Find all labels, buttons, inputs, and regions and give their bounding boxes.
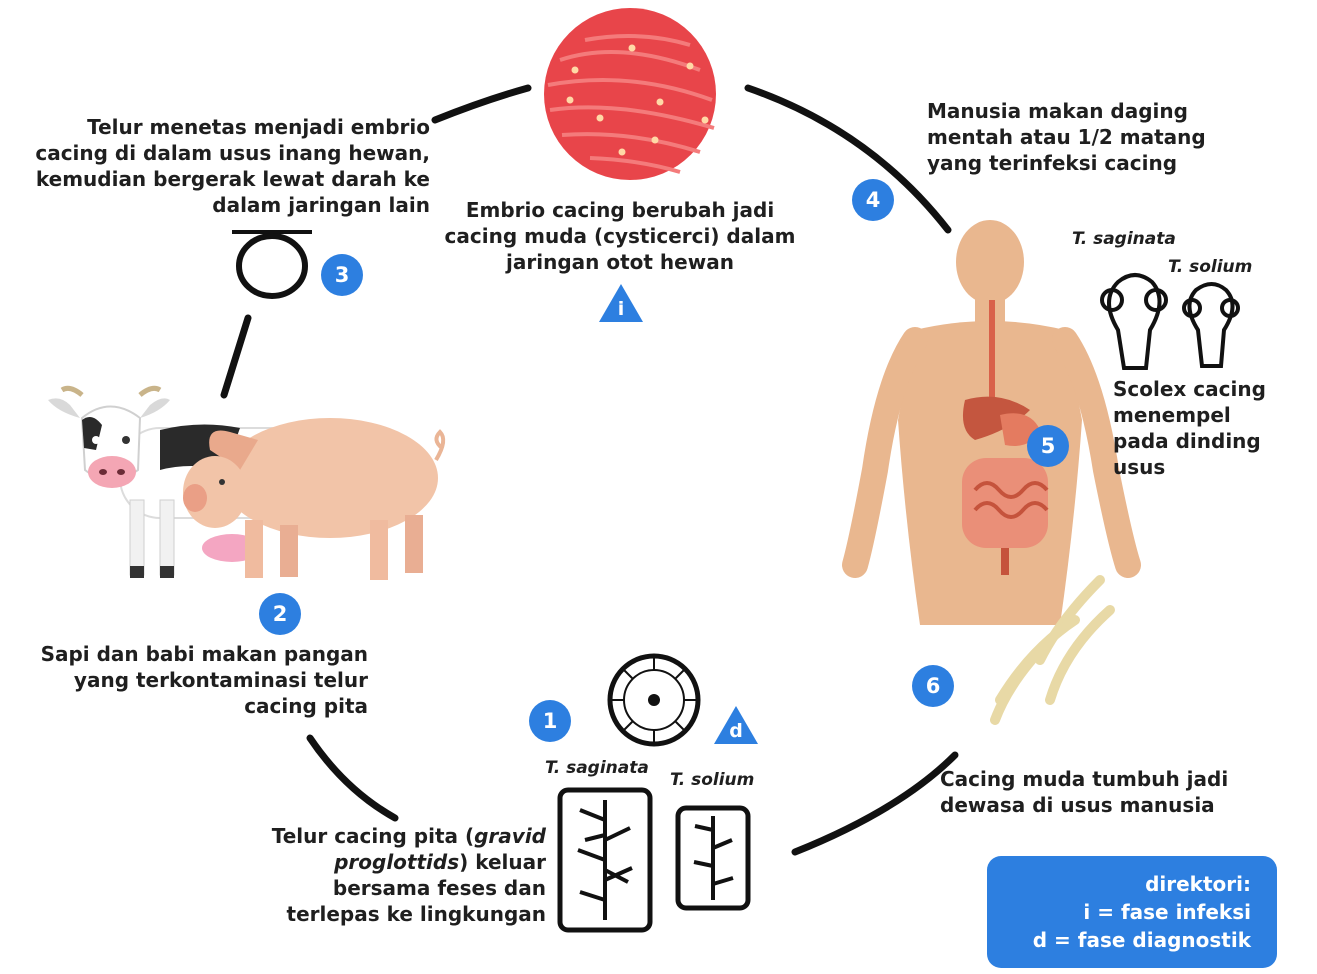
step-6-text: Cacing muda tumbuh jadi dewasa di usus m… (940, 766, 1270, 818)
step-3-text: Telur menetas menjadi embrio cacing di d… (20, 114, 430, 218)
species-label-solium-top: T. solium (1168, 257, 1252, 277)
step-5-text: Scolex cacing menempel pada dinding usus (1113, 376, 1293, 480)
tapeworm-egg-illustration (610, 656, 698, 744)
diagnostic-phase-marker-label: d (712, 720, 760, 742)
legend-title: direktori: (987, 870, 1251, 898)
cycle-line-3-to-2 (224, 318, 248, 395)
step-4-text: Manusia makan daging mentah atau 1/2 mat… (927, 98, 1247, 176)
species-label-saginata-top: T. saginata (1072, 229, 1176, 249)
human-body-illustration (855, 220, 1128, 625)
step-2-text: Sapi dan babi makan pangan yang terkonta… (14, 641, 368, 719)
egg-embryo-illustration (232, 232, 312, 296)
step-badge-4: 4 (852, 179, 894, 221)
step-badge-2: 2 (259, 593, 301, 635)
step-badge-3: 3 (321, 254, 363, 296)
cycle-line-1-to-6 (795, 755, 955, 852)
infection-phase-marker: i (597, 282, 645, 324)
step-1-text-a: Telur cacing pita ( (272, 824, 474, 848)
scolex-illustration (1102, 275, 1238, 368)
species-label-solium-bottom: T. solium (670, 770, 754, 790)
infection-phase-marker-label: i (597, 298, 645, 320)
step-i-text: Embrio cacing berubah jadi cacing muda (… (440, 197, 800, 275)
cycle-line-2-to-1 (310, 738, 395, 818)
step-1-text: Telur cacing pita (gravid proglottids) k… (236, 823, 546, 927)
step-badge-6: 6 (912, 665, 954, 707)
proglottid-illustration (560, 790, 748, 930)
step-badge-5: 5 (1027, 425, 1069, 467)
cycle-line-3-to-i (435, 88, 528, 120)
diagnostic-phase-marker: d (712, 704, 760, 746)
step-badge-1: 1 (529, 700, 571, 742)
meat-tissue-illustration (544, 8, 716, 180)
legend-box: direktori: i = fase infeksi d = fase dia… (987, 856, 1277, 968)
legend-diagnostic: d = fase diagnostik (987, 926, 1251, 954)
legend-infection: i = fase infeksi (987, 898, 1251, 926)
species-label-saginata-bottom: T. saginata (545, 758, 649, 778)
